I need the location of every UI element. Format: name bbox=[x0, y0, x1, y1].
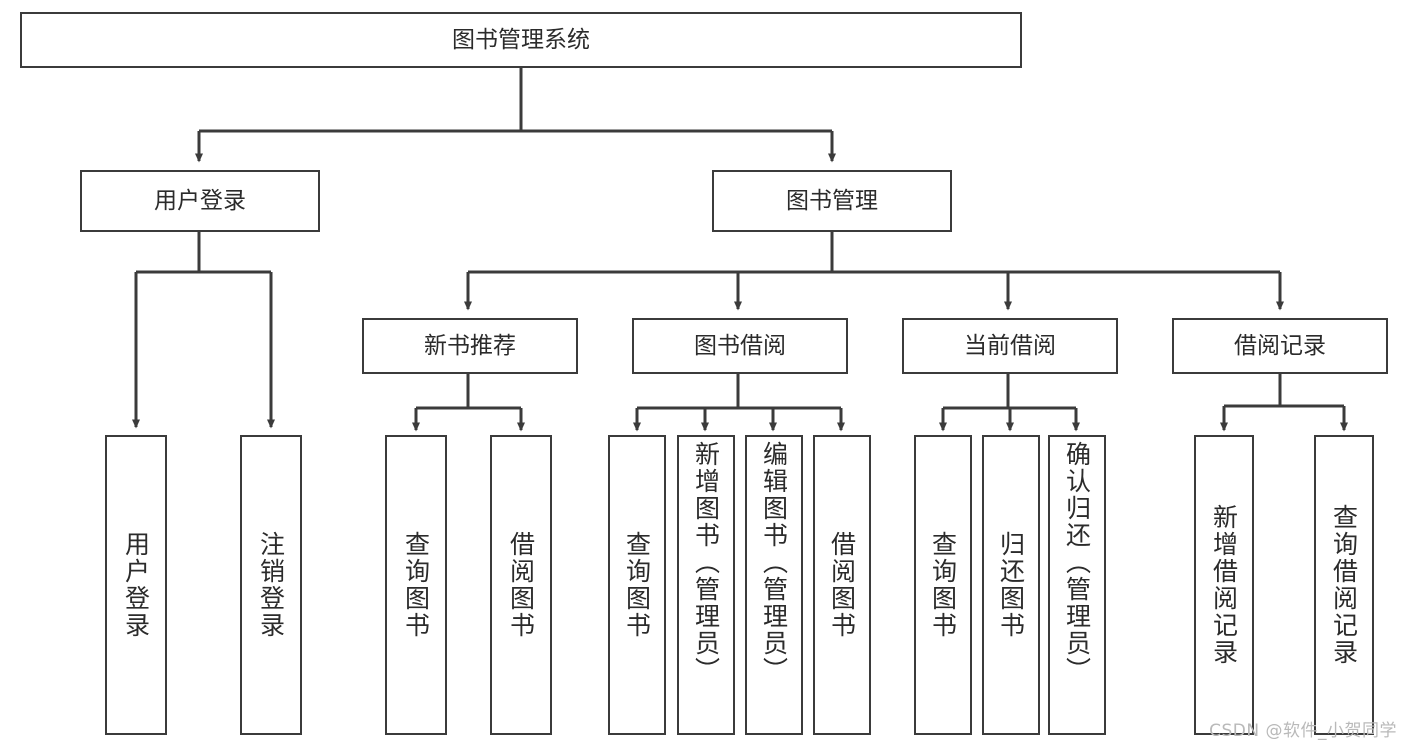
node-leaf-return-book-label: 归还图书 bbox=[996, 531, 1026, 639]
node-leaf-borrow-book-2-label: 借阅图书 bbox=[827, 531, 857, 639]
node-leaf-logout[interactable]: 注销登录 bbox=[240, 435, 302, 735]
node-leaf-query-book-1[interactable]: 查询图书 bbox=[385, 435, 447, 735]
node-leaf-user-login[interactable]: 用户登录 bbox=[105, 435, 167, 735]
node-book-borrow[interactable]: 图书借阅 bbox=[632, 318, 848, 374]
node-leaf-borrow-book-1-label: 借阅图书 bbox=[506, 531, 536, 639]
node-new-book-rec-label: 新书推荐 bbox=[424, 332, 516, 359]
node-leaf-query-book-3[interactable]: 查询图书 bbox=[914, 435, 972, 735]
node-book-manage[interactable]: 图书管理 bbox=[712, 170, 952, 232]
node-book-borrow-label: 图书借阅 bbox=[694, 332, 786, 359]
node-leaf-query-record[interactable]: 查询借阅记录 bbox=[1314, 435, 1374, 735]
node-leaf-edit-book[interactable]: 编辑图书（管理员） bbox=[745, 435, 803, 735]
node-leaf-return-book[interactable]: 归还图书 bbox=[982, 435, 1040, 735]
node-user-login[interactable]: 用户登录 bbox=[80, 170, 320, 232]
node-borrow-record[interactable]: 借阅记录 bbox=[1172, 318, 1388, 374]
node-book-manage-label: 图书管理 bbox=[786, 187, 878, 214]
node-leaf-query-book-3-label: 查询图书 bbox=[928, 531, 958, 639]
node-leaf-user-login-label: 用户登录 bbox=[121, 531, 151, 639]
node-root[interactable]: 图书管理系统 bbox=[20, 12, 1022, 68]
node-current-borrow[interactable]: 当前借阅 bbox=[902, 318, 1118, 374]
node-leaf-add-book[interactable]: 新增图书（管理员） bbox=[677, 435, 735, 735]
node-leaf-query-record-label: 查询借阅记录 bbox=[1329, 504, 1359, 666]
node-leaf-borrow-book-1[interactable]: 借阅图书 bbox=[490, 435, 552, 735]
node-leaf-borrow-book-2[interactable]: 借阅图书 bbox=[813, 435, 871, 735]
node-new-book-rec[interactable]: 新书推荐 bbox=[362, 318, 578, 374]
node-leaf-query-book-2-label: 查询图书 bbox=[622, 531, 652, 639]
node-leaf-confirm-return-label: 确认归还（管理员） bbox=[1062, 441, 1092, 684]
node-leaf-query-book-2[interactable]: 查询图书 bbox=[608, 435, 666, 735]
node-current-borrow-label: 当前借阅 bbox=[964, 332, 1056, 359]
node-leaf-add-record-label: 新增借阅记录 bbox=[1209, 504, 1239, 666]
node-root-label: 图书管理系统 bbox=[452, 26, 590, 53]
node-leaf-logout-label: 注销登录 bbox=[256, 531, 286, 639]
node-leaf-query-book-1-label: 查询图书 bbox=[401, 531, 431, 639]
node-user-login-label: 用户登录 bbox=[154, 187, 246, 214]
csdn-watermark: CSDN @软件_小贺同学 bbox=[1209, 721, 1397, 741]
node-leaf-add-record[interactable]: 新增借阅记录 bbox=[1194, 435, 1254, 735]
node-leaf-edit-book-label: 编辑图书（管理员） bbox=[759, 441, 789, 684]
node-leaf-add-book-label: 新增图书（管理员） bbox=[691, 441, 721, 684]
node-borrow-record-label: 借阅记录 bbox=[1234, 332, 1326, 359]
node-leaf-confirm-return[interactable]: 确认归还（管理员） bbox=[1048, 435, 1106, 735]
